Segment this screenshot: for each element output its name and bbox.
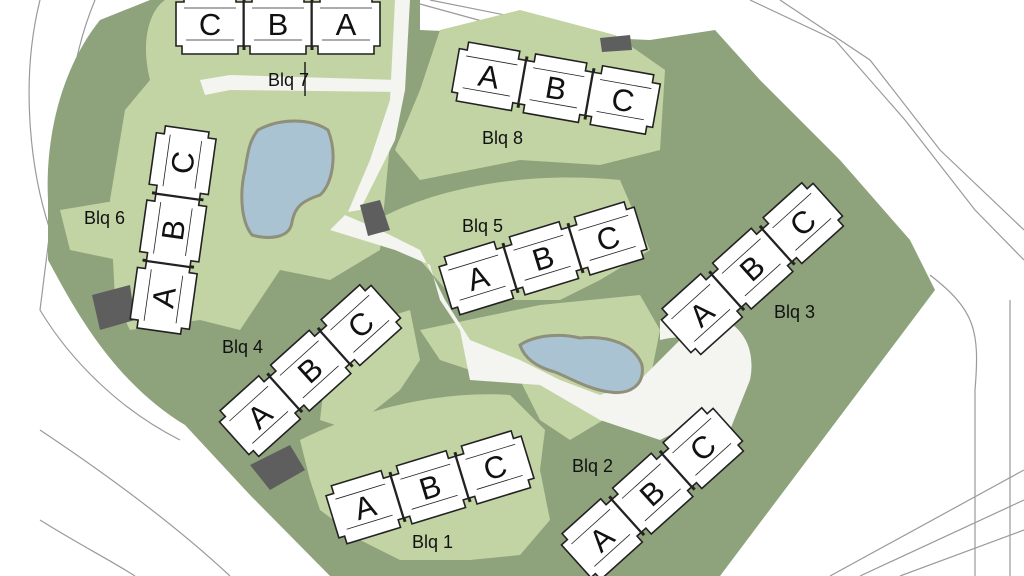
unit-outline <box>584 64 662 136</box>
unit-blq8-b: B <box>517 53 596 124</box>
block-label-blq5: Blq 5 <box>462 216 503 236</box>
building-blq3: ABC <box>660 181 845 356</box>
swimming-pool-north <box>240 119 335 239</box>
building-blq2: ABC <box>560 406 745 576</box>
unit-blq6-b: B <box>138 191 208 268</box>
unit-outline <box>761 181 845 265</box>
unit-blq8-a: A <box>450 41 529 112</box>
unit-blq4-b: B <box>268 326 354 413</box>
unit-detail <box>184 7 236 41</box>
unit-detail <box>465 443 523 490</box>
unit-detail <box>596 79 652 121</box>
unit-letter: B <box>268 7 289 42</box>
unit-outline <box>568 200 648 276</box>
footpath-east <box>660 313 752 445</box>
unit-blq7-b: B <box>243 0 314 55</box>
swimming-pool-south <box>518 333 644 395</box>
unit-blq6-c: C <box>148 125 217 201</box>
unit-detail <box>320 7 372 41</box>
unit-outline <box>311 0 381 55</box>
unit-detail <box>279 340 339 399</box>
unit-detail <box>335 483 393 530</box>
block-label-blq4: Blq 4 <box>222 337 263 357</box>
block-label-blq8: Blq 8 <box>482 128 523 148</box>
unit-blq8-c: C <box>584 64 662 136</box>
unit-blq2-c: C <box>661 406 745 490</box>
unit-outline <box>148 125 217 201</box>
unit-blq1-c: C <box>455 429 535 505</box>
unit-detail <box>448 254 506 301</box>
building-blq6: AB C <box>129 125 217 335</box>
unit-detail <box>153 201 193 257</box>
block-label-blq2: Blq 2 <box>572 456 613 476</box>
unit-blq1-b: B <box>390 449 472 525</box>
unit-detail <box>772 192 832 251</box>
unit-detail <box>672 417 732 476</box>
unit-blq6-a: A <box>129 258 199 335</box>
block-label-blq3: Blq 3 <box>774 302 815 322</box>
unit-detail <box>330 294 390 353</box>
unit-detail <box>578 214 636 261</box>
block-label-blq7: Blq 7 <box>268 70 309 90</box>
unit-blq5-a: A <box>438 240 520 316</box>
unit-detail <box>400 463 458 510</box>
unit-outline <box>319 283 403 367</box>
block-labels: Blq 1 Blq 2 Blq 3 Blq 4 Blq 5 Blq 6 Blq 7 Blq 8 <box>84 70 815 552</box>
unit-detail <box>571 508 631 567</box>
unit-blq7-a: A <box>311 0 381 55</box>
unit-detail <box>162 134 203 189</box>
block-label-blq1: Blq 1 <box>412 532 453 552</box>
unit-letter: C <box>164 149 202 176</box>
unit-outline <box>661 406 745 490</box>
unit-detail <box>621 463 681 522</box>
building-blq4: ABC <box>218 283 403 458</box>
block-label-blq6: Blq 6 <box>84 208 125 228</box>
unit-outline <box>455 429 535 505</box>
unit-detail <box>143 269 184 324</box>
unit-detail <box>462 55 518 97</box>
unit-letter: A <box>336 7 357 42</box>
unit-detail <box>513 234 571 281</box>
unit-blq5-c: C <box>568 200 648 276</box>
unit-blq7-c: C <box>175 0 246 55</box>
unit-blq4-c: C <box>319 283 403 367</box>
unit-detail <box>229 385 289 444</box>
lawn-west-strip <box>60 200 120 260</box>
unit-detail <box>252 7 304 41</box>
unit-blq2-a: A <box>560 495 646 576</box>
unit-letter: B <box>155 217 193 242</box>
unit-detail <box>529 67 585 109</box>
paved-patches <box>92 35 632 490</box>
footpath-north <box>348 0 410 212</box>
road-outlines <box>28 0 1024 576</box>
unit-letter: C <box>199 7 221 42</box>
footpath-west <box>200 75 400 95</box>
unit-blq3-c: C <box>761 181 845 265</box>
unit-detail <box>721 238 781 297</box>
unit-detail <box>671 283 731 342</box>
